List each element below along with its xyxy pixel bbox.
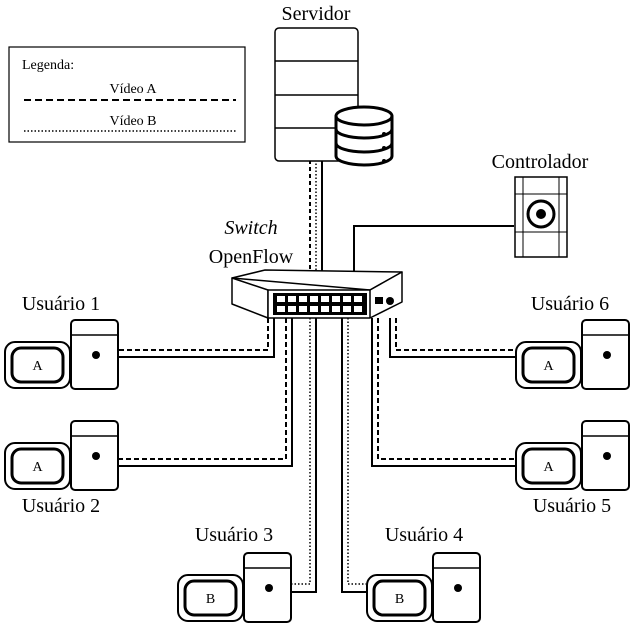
controller-label: Controlador [492, 151, 589, 173]
tower-icon [432, 552, 481, 623]
user-2-video-label: A [32, 460, 43, 475]
legend-title: Legenda: [22, 58, 74, 73]
tower-icon [581, 319, 630, 390]
legend-item-video-a-label: Vídeo A [109, 82, 157, 97]
monitor-icon: A [4, 341, 71, 389]
tower-icon [70, 420, 119, 491]
legend: Legenda: Vídeo A Vídeo B [8, 46, 246, 143]
controller: Controlador [492, 151, 589, 258]
link-user2-video [118, 318, 287, 460]
database-icon [334, 105, 394, 167]
switch-ports [277, 296, 362, 312]
tower-icon [70, 319, 119, 390]
monitor-icon: B [177, 574, 244, 622]
server: Servidor [274, 3, 394, 167]
link-user4-solid [341, 318, 366, 593]
user-1-video-label: A [32, 359, 43, 374]
legend-box [8, 46, 246, 143]
user5-label: Usuário 5 [533, 495, 611, 517]
link-user1-solid [118, 318, 275, 358]
link-user5-solid [371, 318, 584, 467]
switch-icon [231, 269, 403, 319]
monitor-icon: A [515, 341, 582, 389]
user-3-computer: B [177, 552, 292, 623]
tower-icon [243, 552, 292, 623]
user-4-video-label: B [395, 592, 404, 607]
user-4-computer: B [366, 552, 481, 623]
link-user3-video [292, 318, 311, 585]
switch-label-italic: Switch [224, 217, 277, 239]
user-5-computer: A [515, 420, 630, 491]
controller-icon [514, 176, 568, 258]
switch-label: OpenFlow [209, 246, 294, 268]
link-controller-switch [353, 225, 514, 272]
user-1-computer: A [4, 319, 119, 390]
monitor-icon: A [4, 442, 71, 490]
tower-icon [581, 420, 630, 491]
user3-label: Usuário 3 [195, 524, 273, 546]
link-user4-video [347, 318, 366, 585]
switch: Switch OpenFlow [209, 217, 403, 319]
link-user2-solid [118, 318, 293, 467]
user-3-video-label: B [206, 592, 215, 607]
user1-label: Usuário 1 [22, 293, 100, 315]
user6-label: Usuário 6 [531, 293, 609, 315]
user2-label: Usuário 2 [22, 495, 100, 517]
monitor-icon: B [366, 574, 433, 622]
link-user5-video [377, 318, 584, 460]
link-user3-solid [292, 318, 317, 593]
user-6-video-label: A [543, 359, 554, 374]
links [118, 160, 584, 593]
link-user1-video [118, 318, 269, 351]
link-user6-video [395, 318, 584, 351]
user4-label: Usuário 4 [385, 524, 463, 546]
server-label: Servidor [282, 3, 351, 25]
user-6-computer: A [515, 319, 630, 390]
user-labels: Usuário 1 Usuário 2 Usuário 3 Usuário 4 … [22, 293, 611, 546]
user-2-computer: A [4, 420, 119, 491]
legend-item-video-b-label: Vídeo B [109, 114, 156, 129]
monitor-icon: A [515, 442, 582, 490]
user-5-video-label: A [543, 460, 554, 475]
users: A A B B A A [4, 319, 630, 623]
